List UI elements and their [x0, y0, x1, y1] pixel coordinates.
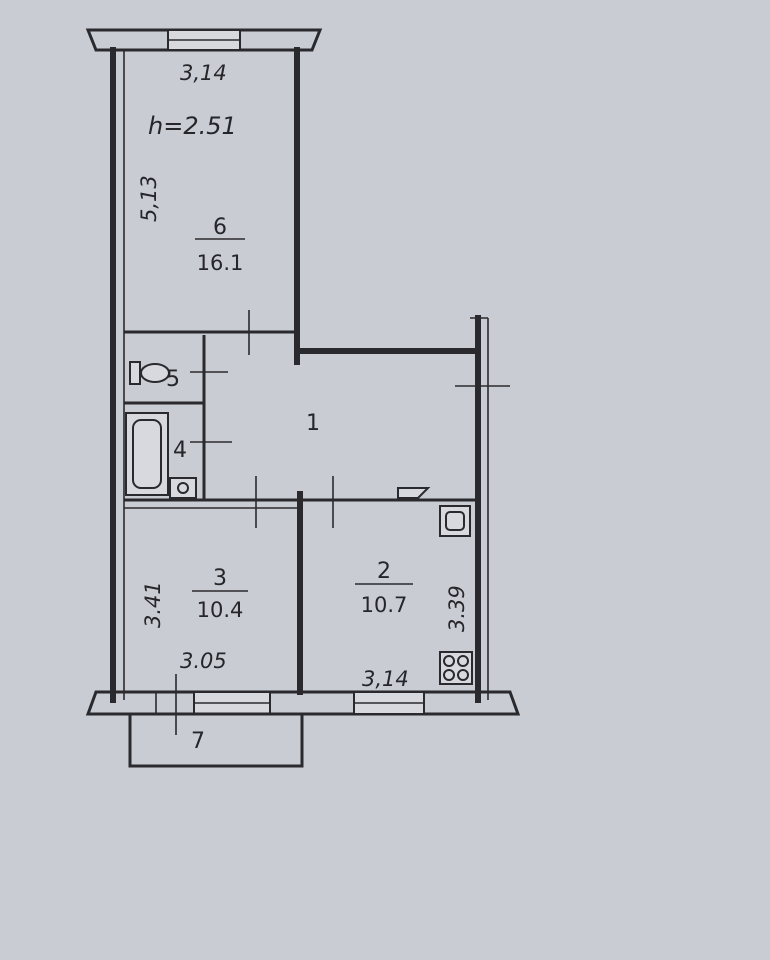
- room4-number: 4: [173, 438, 187, 463]
- room3-area: 10.4: [197, 598, 244, 622]
- toilet-icon: [129, 361, 170, 385]
- vent-icon: [397, 487, 431, 499]
- balcony: [128, 712, 304, 768]
- bottom-wall: [85, 674, 521, 735]
- room1-number: 1: [306, 411, 320, 436]
- room6-width-label: 3,14: [180, 61, 227, 85]
- stove-icon: [439, 651, 473, 685]
- room5-number: 5: [166, 367, 180, 392]
- ceiling-height-label: h=2.51: [148, 112, 237, 140]
- kitchen-sink-icon: [439, 505, 471, 537]
- room6-number: 6: [213, 215, 227, 240]
- room7-number: 7: [191, 729, 205, 754]
- room2-length-label: 3.39: [445, 585, 469, 632]
- room2-area: 10.7: [361, 593, 408, 617]
- bathtub-icon: [125, 412, 169, 496]
- room6-length-label: 5,13: [137, 175, 161, 222]
- room6-area: 16.1: [197, 251, 244, 275]
- sink-icon: [169, 477, 197, 499]
- room3-length-label: 3.41: [141, 581, 165, 628]
- top-wall: [85, 28, 323, 52]
- room3-width-label: 3.05: [180, 649, 227, 673]
- room2-width-label: 3,14: [362, 667, 409, 691]
- room3-number: 3: [213, 566, 227, 591]
- room2-number: 2: [377, 559, 391, 584]
